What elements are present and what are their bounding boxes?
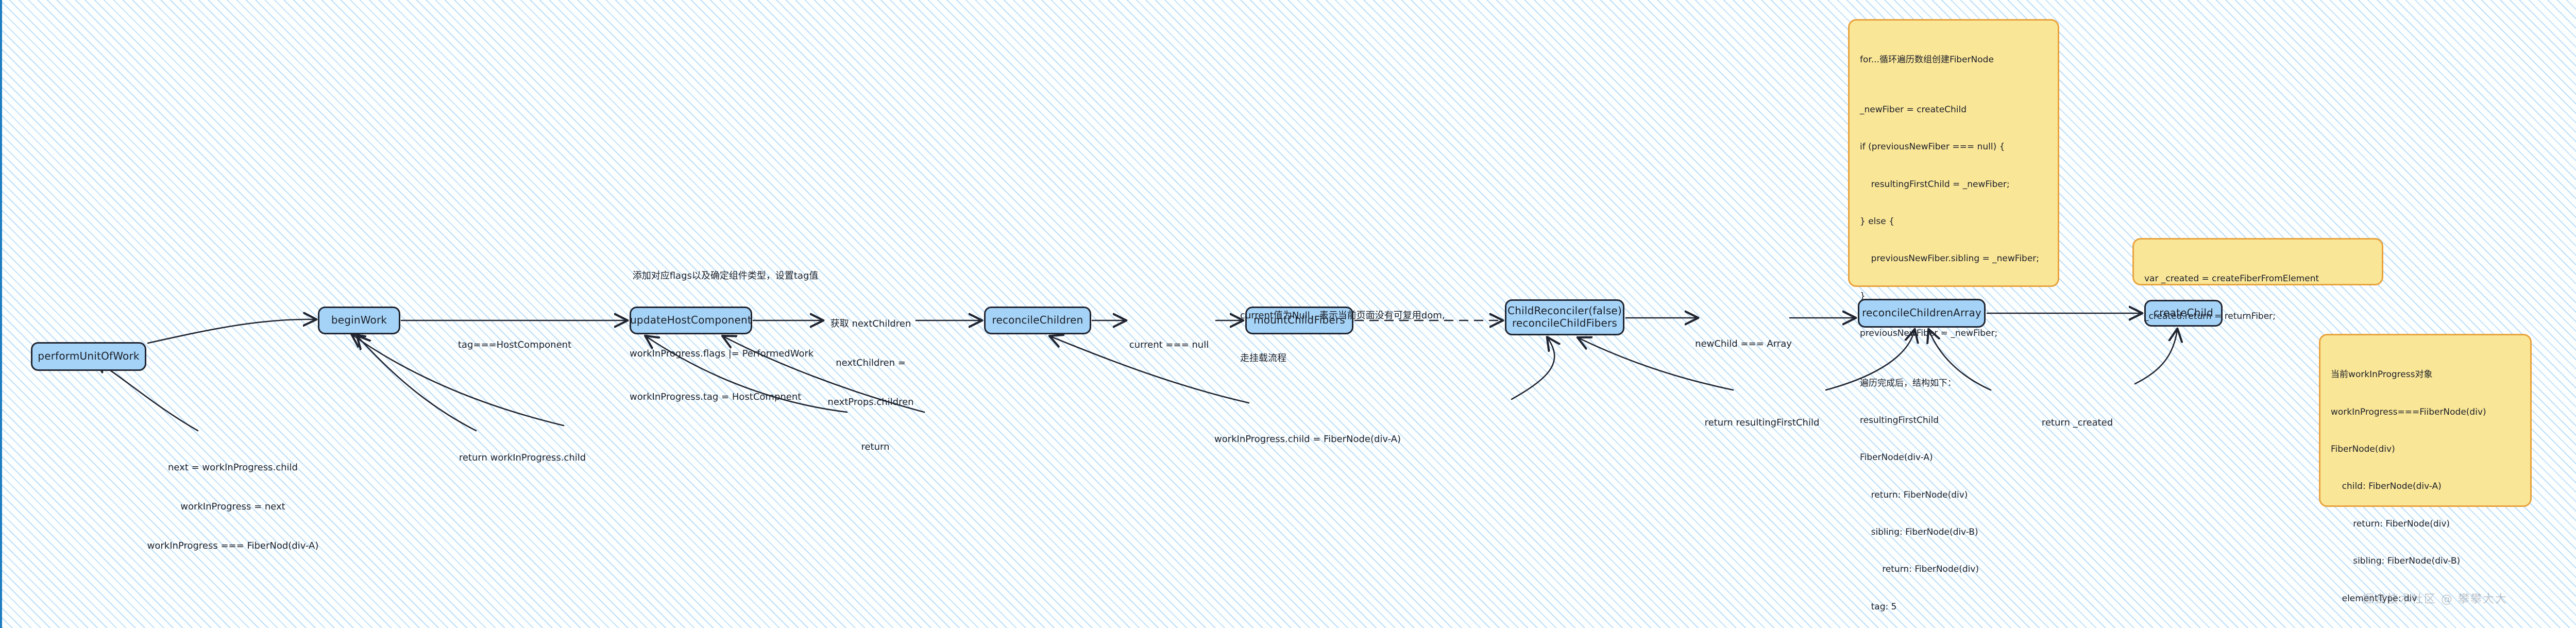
edge-label-text: 获取 nextChildren xyxy=(830,318,911,330)
note-line: } xyxy=(1860,291,1866,301)
edge-label-text: nextProps.children xyxy=(827,396,914,408)
node-reconcilechildren[interactable]: reconcileChildren xyxy=(984,307,1091,334)
node-label: updateHostComponent xyxy=(630,314,752,327)
edge-label-return-resulting-first-child: return resultingFirstChild xyxy=(1705,391,1820,455)
node-label: performUnitOfWork xyxy=(38,350,140,363)
annotation-line: 走挂载流程 xyxy=(1240,353,1286,364)
note-line: 遍历完成后，结构如下： xyxy=(1860,378,1956,388)
note-line: if (previousNewFiber === null) { xyxy=(1860,142,2005,152)
node-label-line-1: ChildReconciler(false) xyxy=(1507,304,1622,317)
node-createchild[interactable]: createChild xyxy=(2144,300,2223,327)
node-label: mountChildFibers xyxy=(1253,314,1345,327)
note-line: return: FiberNode(div) xyxy=(2331,518,2450,529)
note-line: resultingFirstChild xyxy=(1860,415,1939,426)
edge-label-current-null: current === null xyxy=(1129,313,1209,378)
edge-label-return: return xyxy=(861,415,889,480)
note-line: return: FiberNode(div) xyxy=(1860,489,1968,500)
note-line: _created.return = returnFiber; xyxy=(2144,311,2276,321)
edge-label-text: return workInProgress.child xyxy=(459,452,586,464)
note-line: sibling: FiberNode(div-B) xyxy=(2331,556,2461,567)
note-workinprogress[interactable]: 当前workInProgress对象 workInProgress===Fiib… xyxy=(2319,334,2532,604)
node-label-line-2: reconcileChildFibers xyxy=(1512,317,1618,329)
node-updatehostcomponent[interactable]: updateHostComponent xyxy=(630,307,752,334)
note-line: tag: 5 xyxy=(1860,601,1897,612)
node-label: reconcileChildrenArray xyxy=(1862,307,1981,319)
annotation-flags-tag: 添加对应flags以及确定组件类型，设置tag值 workInProgress.… xyxy=(630,240,818,433)
edge-label-text: workInProgress = next xyxy=(180,501,285,512)
annotation-line: current值为Null，表示当前页面没有可复用dom, xyxy=(1240,310,1445,321)
edge-label-text: current === null xyxy=(1129,340,1209,351)
edge-label-text: tag===HostComponent xyxy=(457,340,572,351)
annotation-line: workInProgress.flags |= PerformedWork xyxy=(630,348,814,360)
node-performunitofwork[interactable]: performUnitOfWork xyxy=(31,342,146,371)
edge-perform-to-begin xyxy=(147,319,315,344)
edge-label-new-child-array: newChild === Array xyxy=(1695,312,1792,377)
edge-label-text: newChild === Array xyxy=(1695,338,1792,350)
edge-return-to-performunitofwork xyxy=(96,361,199,432)
edge-label-tag-host-component: tag===HostComponent xyxy=(458,313,571,378)
note-line: FiberNode(div) xyxy=(2331,444,2395,454)
edge-to-childreconciler-left xyxy=(1511,338,1554,400)
note-line: for...循环遍历数组创建FiberNode xyxy=(1860,55,1994,65)
edge-label-next-children: 获取 nextChildren nextChildren = nextProps… xyxy=(827,292,913,434)
edge-label-return-created: return _created xyxy=(2042,391,2113,455)
annotation-spacer xyxy=(630,312,818,318)
note-line: previousNewFiber.sibling = _newFiber; xyxy=(1860,253,2040,264)
note-line: resultingFirstChild = _newFiber; xyxy=(1860,179,2010,190)
edge-label-text: next = workInProgress.child xyxy=(168,462,298,473)
node-beginwork[interactable]: beginWork xyxy=(318,307,400,334)
node-label: beginWork xyxy=(331,314,387,327)
note-line: previousNewFiber = _newFiber; xyxy=(1860,328,1998,338)
note-line: var _created = createFiberFromElement xyxy=(2144,274,2319,284)
edge-label-text: workInProgress === FiberNod(div-A) xyxy=(147,540,319,551)
note-line: _newFiber = createChild xyxy=(1860,104,1967,115)
annotation-line: workInProgress.tag = HostCompnent xyxy=(630,391,802,402)
note-line: 当前workInProgress对象 xyxy=(2331,369,2433,380)
note-line: child: FiberNode(div-A) xyxy=(2331,481,2442,492)
annotation-line: 添加对应flags以及确定组件类型，设置tag值 xyxy=(630,270,819,281)
note-for-loop[interactable]: for...循环遍历数组创建FiberNode _newFiber = crea… xyxy=(1848,19,2059,612)
edge-label-text: nextChildren = xyxy=(836,357,906,368)
watermark: 掘金技术社区 @ 攀攀大大 xyxy=(2362,593,2507,606)
note-created[interactable]: var _created = createFiberFromElement _c… xyxy=(2132,238,2383,321)
edge-label-text: return xyxy=(861,442,890,453)
node-label: reconcileChildren xyxy=(992,314,1083,327)
edge-label-return-wip-child: return workInProgress.child xyxy=(459,426,586,490)
note-line: } else { xyxy=(1860,216,1894,227)
edge-label-text: return resultingFirstChild xyxy=(1704,417,1820,429)
note-line: elementType: div xyxy=(2331,593,2417,604)
note-line: sibling: FiberNode(div-B) xyxy=(1860,527,1978,537)
node-childreconciler[interactable]: ChildReconciler(false) reconcileChildFib… xyxy=(1505,299,1624,335)
edge-label-next-wip-child: next = workInProgress.child workInProgre… xyxy=(147,435,319,578)
note-line: return: FiberNode(div) xyxy=(1860,564,1979,575)
edge-label-wip-child-fibernode: workInProgress.child = FiberNode(div-A) xyxy=(1214,407,1401,472)
annotation-current-null: current值为Null，表示当前页面没有可复用dom, 走挂载流程 xyxy=(1240,280,1445,395)
node-mountchildfibers[interactable]: mountChildFibers xyxy=(1245,307,1353,334)
node-reconcilechildrenarray[interactable]: reconcileChildrenArray xyxy=(1858,299,1986,328)
note-line: FiberNode(div-A) xyxy=(1860,452,1933,463)
edge-label-text: workInProgress.child = FiberNode(div-A) xyxy=(1214,434,1401,445)
node-label: createChild xyxy=(2153,307,2214,319)
note-line: workInProgress===FiiberNode(div) xyxy=(2331,406,2486,417)
edge-label-text: return _created xyxy=(2041,417,2113,429)
